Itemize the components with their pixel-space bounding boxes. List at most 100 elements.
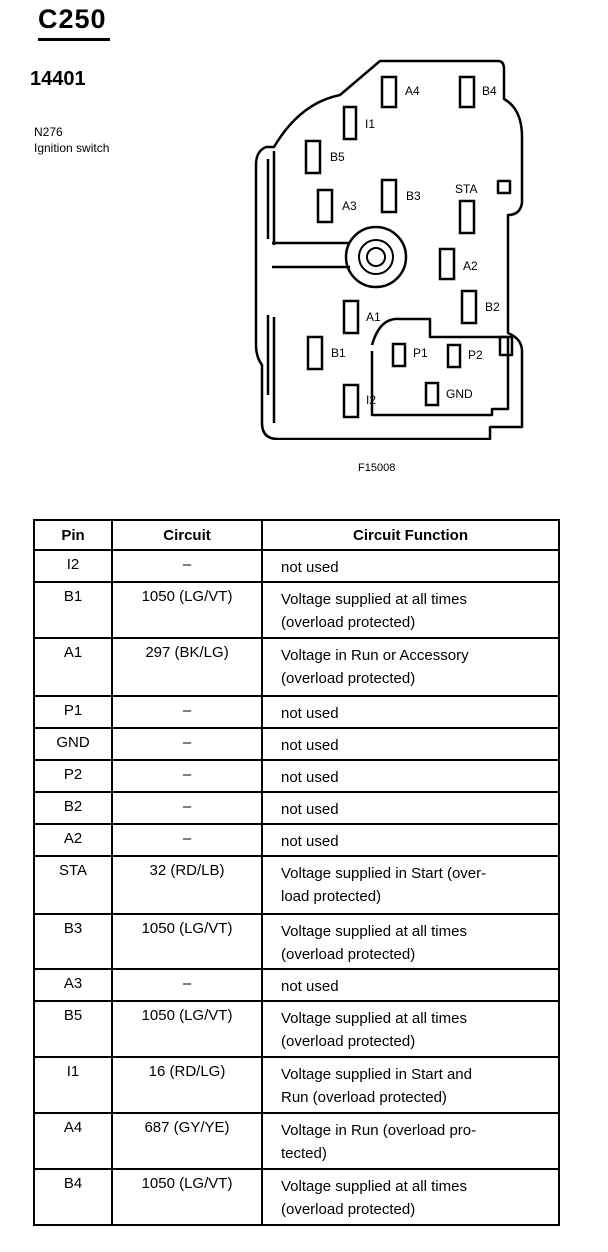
pin-table: Pin Circuit Circuit Function I2–not used… <box>33 519 560 1226</box>
function-line: (overload protected) <box>281 614 416 631</box>
terminal-i1 <box>342 105 358 141</box>
function-line: (overload protected) <box>281 670 416 687</box>
terminal-gnd <box>424 381 440 407</box>
label-i1: I1 <box>365 117 375 131</box>
circuit-function-cell: not used <box>261 968 560 1002</box>
terminal-b1 <box>306 335 324 371</box>
terminal-b3 <box>380 178 398 214</box>
pin-cell: B3 <box>33 913 113 970</box>
circuit-cell: 32 (RD/LB) <box>111 855 263 915</box>
circuit-function-cell: not used <box>261 823 560 857</box>
table-header-row: Pin Circuit Circuit Function <box>33 519 560 551</box>
terminal-a2 <box>438 247 456 281</box>
function-line: Voltage supplied in Start and <box>281 1066 472 1083</box>
circuit-function-cell: Voltage supplied at all times(overload p… <box>261 1168 560 1226</box>
label-a3: A3 <box>342 199 357 213</box>
pin-cell: A3 <box>33 968 113 1002</box>
pin-cell: I2 <box>33 549 113 583</box>
circuit-cell: – <box>111 695 263 729</box>
pin-cell: A4 <box>33 1112 113 1170</box>
component-code: N276 <box>34 125 63 139</box>
circuit-cell: – <box>111 791 263 825</box>
center-post-inner <box>366 247 386 267</box>
circuit-cell: – <box>111 727 263 761</box>
label-a1: A1 <box>366 310 381 324</box>
function-line: Voltage supplied at all times <box>281 1010 467 1027</box>
table-row: P2– not used <box>33 759 560 793</box>
inner-contact-region <box>370 317 510 417</box>
label-b3: B3 <box>406 189 421 203</box>
pin-cell: P2 <box>33 759 113 793</box>
function-line: tected) <box>281 1145 327 1162</box>
function-line: not used <box>281 559 339 576</box>
terminal-b4 <box>458 75 476 109</box>
table-row: A3–not used <box>33 968 560 1002</box>
function-line: not used <box>281 833 339 850</box>
function-line: load protected) <box>281 888 382 905</box>
pin-cell: A2 <box>33 823 113 857</box>
function-line: not used <box>281 705 339 722</box>
function-line: Voltage supplied at all times <box>281 1178 467 1195</box>
circuit-cell: 1050 (LG/VT) <box>111 1000 263 1058</box>
label-b2: B2 <box>485 300 500 314</box>
terminal-b2 <box>460 289 478 325</box>
function-line: not used <box>281 801 339 818</box>
pin-cell: B2 <box>33 791 113 825</box>
circuit-function-cell: Voltage supplied in Start (over-load pro… <box>261 855 560 915</box>
part-number: 14401 <box>30 68 86 90</box>
circuit-cell: 297 (BK/LG) <box>111 637 263 697</box>
pin-cell: P1 <box>33 695 113 729</box>
label-a4: A4 <box>405 84 420 98</box>
pin-cell: B4 <box>33 1168 113 1226</box>
header-pin: Pin <box>33 519 113 551</box>
function-line: Voltage in Run or Accessory <box>281 647 469 664</box>
circuit-cell: 687 (GY/YE) <box>111 1112 263 1170</box>
function-line: not used <box>281 769 339 786</box>
table-row: B2– not used <box>33 791 560 825</box>
label-sta: STA <box>455 182 477 196</box>
circuit-function-cell: Voltage in Run (overload pro-tected) <box>261 1112 560 1170</box>
circuit-function-cell: not used <box>261 549 560 583</box>
circuit-cell: 1050 (LG/VT) <box>111 1168 263 1226</box>
component-name: Ignition switch <box>34 141 110 155</box>
label-b1: B1 <box>331 346 346 360</box>
circuit-cell: 1050 (LG/VT) <box>111 581 263 639</box>
table-row: I2–not used <box>33 549 560 583</box>
function-line: not used <box>281 978 339 995</box>
terminal-a4 <box>380 75 398 109</box>
terminal-p1 <box>391 342 407 368</box>
label-p2: P2 <box>468 348 483 362</box>
title-underline <box>38 38 110 41</box>
pin-cell: GND <box>33 727 113 761</box>
pin-cell: I1 <box>33 1056 113 1114</box>
circuit-function-cell: Voltage in Run or Accessory (overload pro… <box>261 637 560 697</box>
center-post-outer <box>344 225 408 289</box>
function-line: Voltage in Run (overload pro- <box>281 1122 477 1139</box>
table-row: P1– not used <box>33 695 560 729</box>
circuit-cell: – <box>111 759 263 793</box>
pin-cell: B1 <box>33 581 113 639</box>
connector-title: C250 <box>38 4 107 34</box>
pin-cell: STA <box>33 855 113 915</box>
circuit-function-cell: not used <box>261 791 560 825</box>
center-post-middle <box>358 239 394 275</box>
connector-outline <box>254 59 524 440</box>
function-line: Voltage supplied at all times <box>281 923 467 940</box>
label-gnd: GND <box>446 387 473 401</box>
pin-cell: A1 <box>33 637 113 697</box>
label-p1: P1 <box>413 346 428 360</box>
label-a2: A2 <box>463 259 478 273</box>
header-circuit: Circuit <box>111 519 263 551</box>
pin-cell: B5 <box>33 1000 113 1058</box>
terminal-b5 <box>304 139 322 175</box>
circuit-function-cell: not used <box>261 727 560 761</box>
figure-id: F15008 <box>358 462 396 474</box>
